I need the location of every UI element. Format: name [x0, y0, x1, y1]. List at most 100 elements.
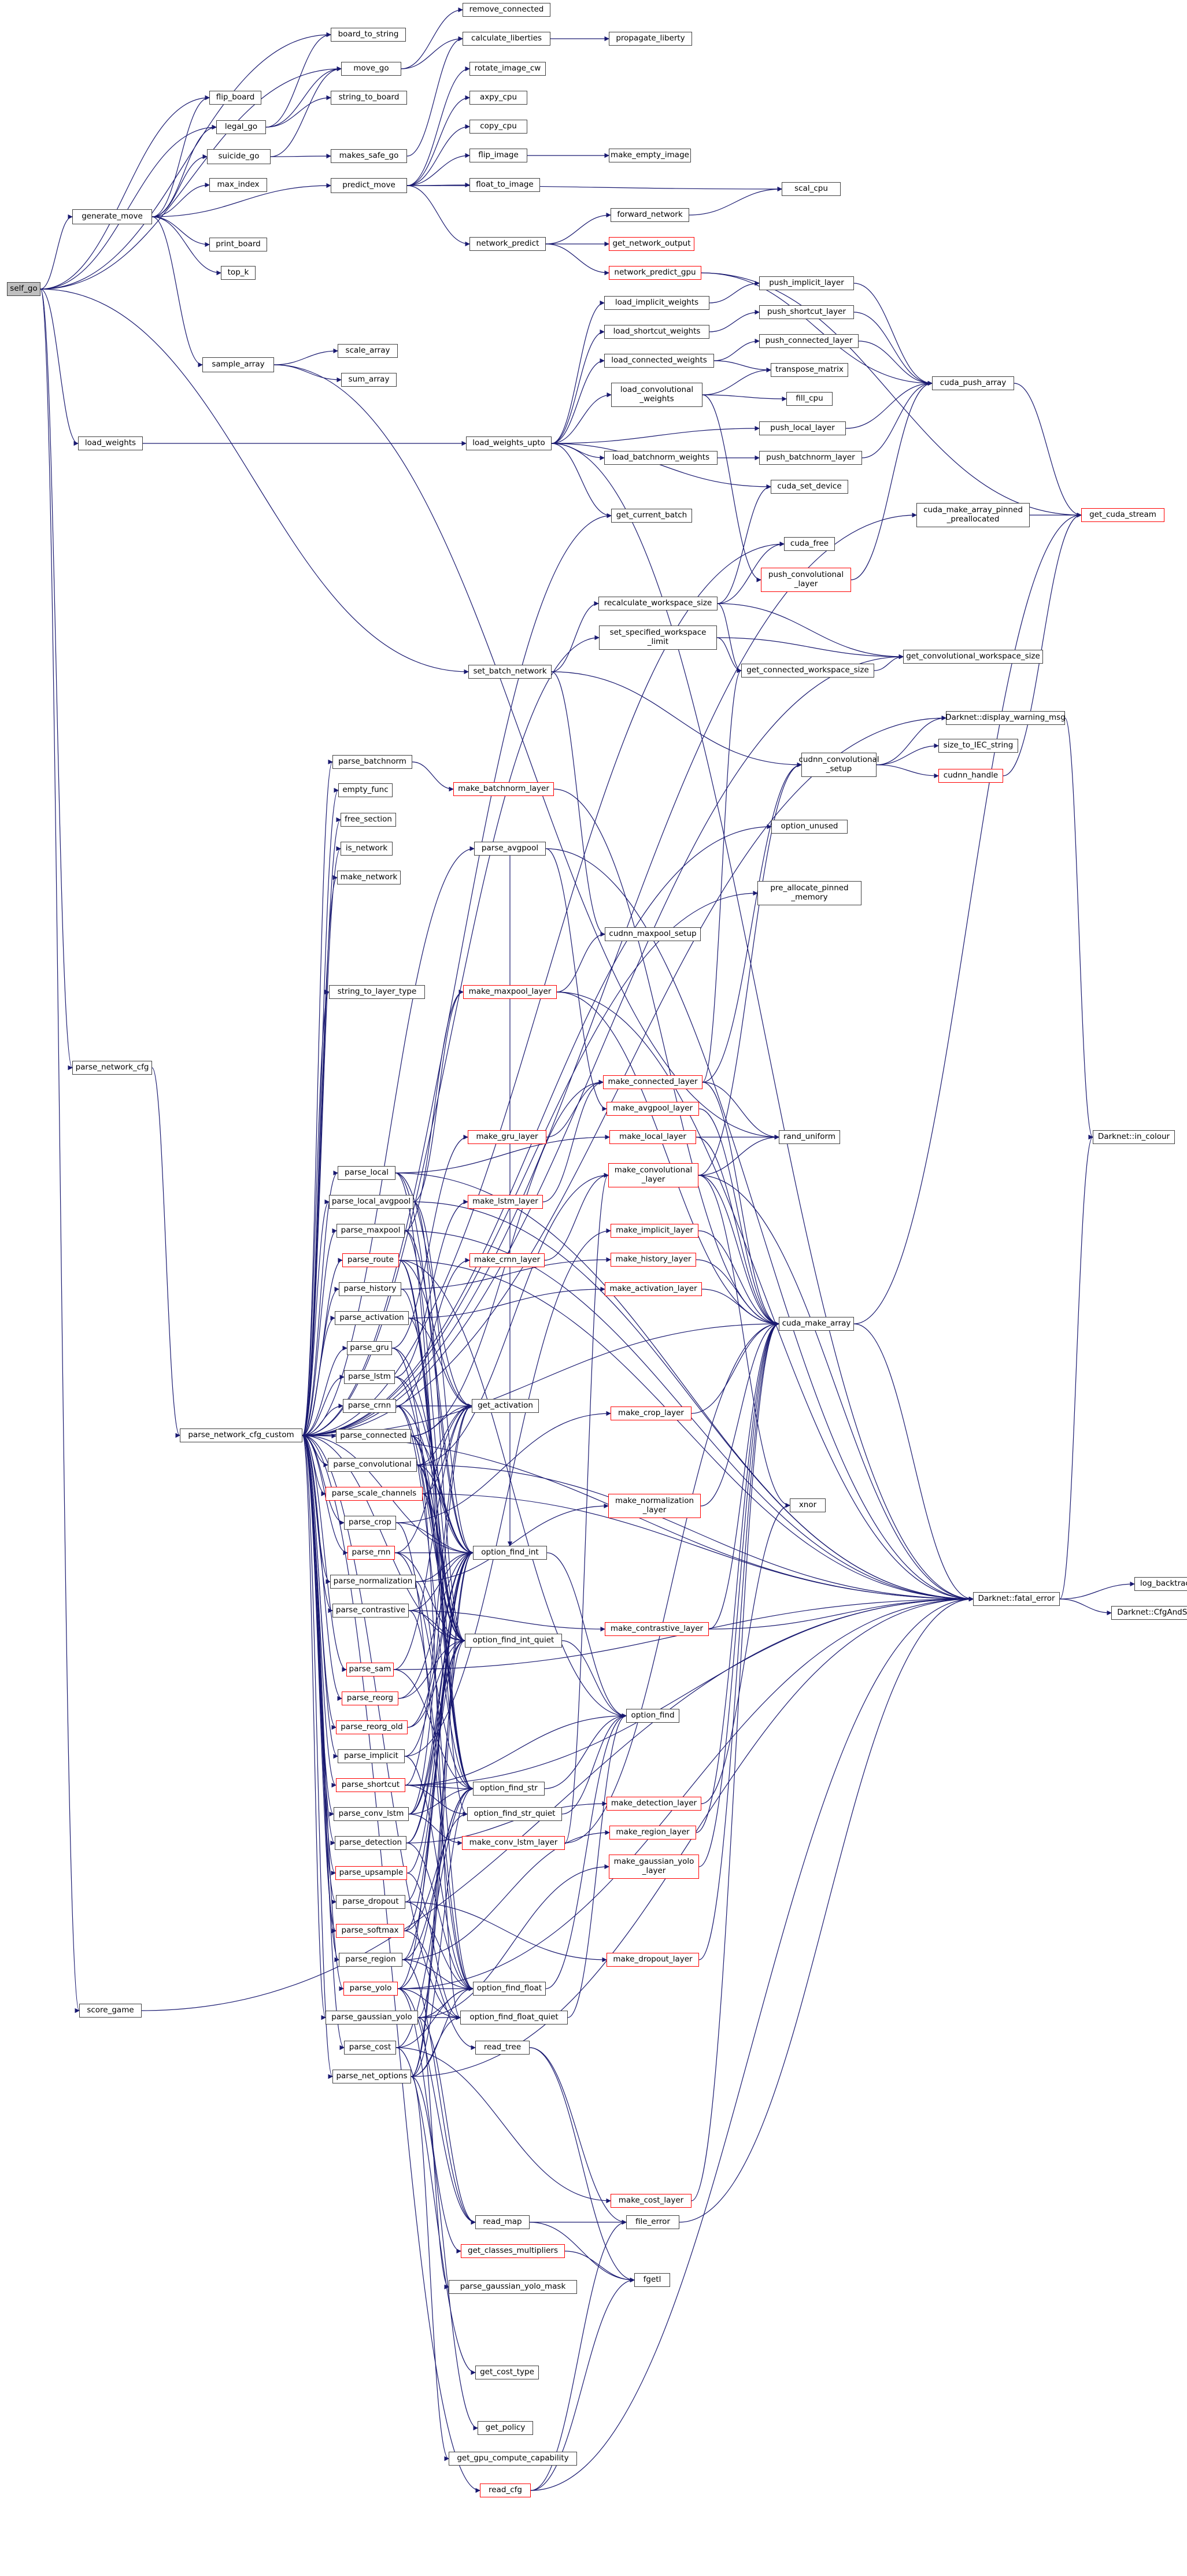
- node-get-convolutional-workspace-size[interactable]: get_convolutional_workspace_size: [903, 650, 1043, 664]
- node-load-weights-upto[interactable]: load_weights_upto: [466, 436, 552, 450]
- node-darknet-in-colour[interactable]: Darknet::in_colour: [1093, 1130, 1175, 1144]
- node-parse-detection[interactable]: parse_detection: [335, 1836, 406, 1850]
- node-get-policy[interactable]: get_policy: [478, 2421, 533, 2435]
- node-cuda-make-array[interactable]: cuda_make_array: [779, 1317, 854, 1331]
- node-parse-history[interactable]: parse_history: [339, 1282, 401, 1296]
- node-string-to-board[interactable]: string_to_board: [331, 91, 407, 105]
- node-parse-connected[interactable]: parse_connected: [336, 1429, 411, 1443]
- node-print-board[interactable]: print_board: [209, 238, 267, 251]
- node-make-maxpool-layer[interactable]: make_maxpool_layer: [463, 985, 557, 999]
- node-max-index[interactable]: max_index: [209, 178, 267, 192]
- node-transpose-matrix[interactable]: transpose_matrix: [771, 363, 848, 377]
- node-option-find-str[interactable]: option_find_str: [473, 1782, 545, 1796]
- node-suicide-go[interactable]: suicide_go: [207, 149, 271, 164]
- node-get-classes-multipliers[interactable]: get_classes_multipliers: [461, 2244, 565, 2258]
- node-make-conv-lstm-layer[interactable]: make_conv_lstm_layer: [462, 1836, 565, 1850]
- node-parse-reorg[interactable]: parse_reorg: [342, 1692, 398, 1705]
- node-file-error[interactable]: file_error: [626, 2215, 679, 2229]
- node-make-implicit-layer[interactable]: make_implicit_layer: [611, 1224, 698, 1238]
- node-cudnn-maxpool-setup[interactable]: cudnn_maxpool_setup: [605, 927, 701, 941]
- node-parse-gaussian-yolo-mask[interactable]: parse_gaussian_yolo_mask: [449, 2280, 577, 2294]
- node-set-batch-network[interactable]: set_batch_network: [468, 665, 552, 679]
- node-make-convolutional-layer[interactable]: make_convolutional _layer: [608, 1163, 698, 1187]
- node-xnor[interactable]: xnor: [790, 1498, 826, 1512]
- node-load-shortcut-weights[interactable]: load_shortcut_weights: [604, 325, 709, 339]
- node-log-backtrace[interactable]: log_backtrace: [1134, 1577, 1187, 1591]
- node-parse-contrastive[interactable]: parse_contrastive: [332, 1604, 409, 1618]
- node-top-k[interactable]: top_k: [221, 266, 256, 280]
- node-makes-safe-go[interactable]: makes_safe_go: [331, 149, 407, 163]
- node-make-connected-layer[interactable]: make_connected_layer: [603, 1075, 702, 1089]
- node-parse-lstm[interactable]: parse_lstm: [344, 1370, 395, 1384]
- node-cudnn-handle[interactable]: cudnn_handle: [938, 769, 1003, 783]
- node-option-unused[interactable]: option_unused: [771, 820, 848, 834]
- node-forward-network[interactable]: forward_network: [611, 208, 689, 222]
- node-option-find-float-quiet[interactable]: option_find_float_quiet: [460, 2011, 568, 2024]
- node-cuda-free[interactable]: cuda_free: [784, 537, 835, 551]
- node-parse-local[interactable]: parse_local: [338, 1166, 395, 1180]
- node-fill-cpu[interactable]: fill_cpu: [786, 392, 833, 406]
- node-parse-local-avgpool[interactable]: parse_local_avgpool: [329, 1195, 413, 1209]
- node-network-predict-gpu[interactable]: network_predict_gpu: [609, 266, 701, 280]
- node-make-detection-layer[interactable]: make_detection_layer: [607, 1797, 701, 1811]
- node-push-convolutional-layer[interactable]: push_convolutional _layer: [761, 568, 851, 592]
- node-is-network[interactable]: is_network: [341, 842, 393, 856]
- node-parse-batchnorm[interactable]: parse_batchnorm: [332, 755, 412, 769]
- node-propagate-liberty[interactable]: propagate_liberty: [609, 32, 692, 46]
- node-cfg-and-state-get[interactable]: Darknet::CfgAndState::get: [1111, 1606, 1187, 1620]
- node-move-go[interactable]: move_go: [341, 62, 401, 76]
- node-get-cost-type[interactable]: get_cost_type: [475, 2366, 539, 2379]
- node-make-dropout-layer[interactable]: make_dropout_layer: [607, 1953, 699, 1967]
- node-sum-array[interactable]: sum_array: [341, 373, 397, 387]
- node-scale-array[interactable]: scale_array: [338, 344, 398, 358]
- node-darknet-fatal-error[interactable]: Darknet::fatal_error: [973, 1592, 1060, 1606]
- node-option-find-str-quiet[interactable]: option_find_str_quiet: [467, 1807, 562, 1821]
- node-parse-crnn[interactable]: parse_crnn: [343, 1399, 396, 1413]
- node-get-gpu-compute-capability[interactable]: get_gpu_compute_capability: [449, 2452, 577, 2466]
- node-push-shortcut-layer[interactable]: push_shortcut_layer: [759, 305, 854, 319]
- node-make-empty-image[interactable]: make_empty_image: [609, 149, 691, 162]
- node-option-find-int[interactable]: option_find_int: [473, 1546, 547, 1560]
- node-parse-rnn[interactable]: parse_rnn: [347, 1546, 395, 1560]
- node-read-cfg[interactable]: read_cfg: [480, 2484, 531, 2497]
- node-scal-cpu[interactable]: scal_cpu: [782, 182, 841, 196]
- node-get-cuda-stream[interactable]: get_cuda_stream: [1081, 508, 1164, 522]
- node-parse-gaussian-yolo[interactable]: parse_gaussian_yolo: [326, 2011, 418, 2024]
- node-network-predict[interactable]: network_predict: [469, 237, 546, 251]
- node-make-normalization-layer[interactable]: make_normalization _layer: [608, 1494, 701, 1518]
- node-make-cost-layer[interactable]: make_cost_layer: [611, 2194, 692, 2208]
- node-make-crop-layer[interactable]: make_crop_layer: [611, 1407, 692, 1420]
- node-parse-crop[interactable]: parse_crop: [344, 1516, 396, 1530]
- node-parse-upsample[interactable]: parse_upsample: [335, 1866, 407, 1880]
- node-cuda-make-array-pinned-preallocated[interactable]: cuda_make_array_pinned _preallocated: [916, 503, 1030, 527]
- node-parse-normalization[interactable]: parse_normalization: [330, 1575, 416, 1589]
- node-parse-gru[interactable]: parse_gru: [347, 1341, 392, 1355]
- node-parse-yolo[interactable]: parse_yolo: [343, 1982, 398, 1996]
- node-axpy-cpu[interactable]: axpy_cpu: [469, 91, 527, 105]
- node-parse-dropout[interactable]: parse_dropout: [336, 1895, 405, 1909]
- node-load-weights[interactable]: load_weights: [78, 436, 143, 450]
- node-board-to-string[interactable]: board_to_string: [331, 28, 406, 42]
- node-cuda-set-device[interactable]: cuda_set_device: [771, 480, 848, 494]
- node-option-find-int-quiet[interactable]: option_find_int_quiet: [465, 1634, 562, 1648]
- node-option-find[interactable]: option_find: [626, 1709, 679, 1723]
- node-cuda-push-array[interactable]: cuda_push_array: [932, 376, 1014, 390]
- node-parse-region[interactable]: parse_region: [339, 1953, 402, 1967]
- node-parse-avgpool[interactable]: parse_avgpool: [474, 842, 546, 856]
- node-remove-connected[interactable]: remove_connected: [463, 3, 550, 17]
- node-string-to-layer-type[interactable]: string_to_layer_type: [329, 985, 425, 999]
- node-make-batchnorm-layer[interactable]: make_batchnorm_layer: [453, 782, 554, 796]
- node-copy-cpu[interactable]: copy_cpu: [469, 120, 527, 134]
- node-push-connected-layer[interactable]: push_connected_layer: [759, 334, 859, 348]
- node-option-find-float[interactable]: option_find_float: [473, 1982, 546, 1996]
- node-make-gru-layer[interactable]: make_gru_layer: [468, 1130, 546, 1144]
- node-parse-cost[interactable]: parse_cost: [344, 2041, 396, 2055]
- node-make-history-layer[interactable]: make_history_layer: [611, 1253, 696, 1267]
- node-rand-uniform[interactable]: rand_uniform: [779, 1130, 840, 1144]
- node-set-specified-workspace-limit[interactable]: set_specified_workspace _limit: [599, 626, 717, 650]
- node-rotate-image-cw[interactable]: rotate_image_cw: [469, 62, 546, 76]
- node-darknet-display-warning-msg[interactable]: Darknet::display_warning_msg: [945, 711, 1066, 725]
- node-get-activation[interactable]: get_activation: [472, 1399, 539, 1413]
- node-recalculate-workspace-size[interactable]: recalculate_workspace_size: [598, 597, 718, 610]
- node-read-tree[interactable]: read_tree: [475, 2041, 530, 2055]
